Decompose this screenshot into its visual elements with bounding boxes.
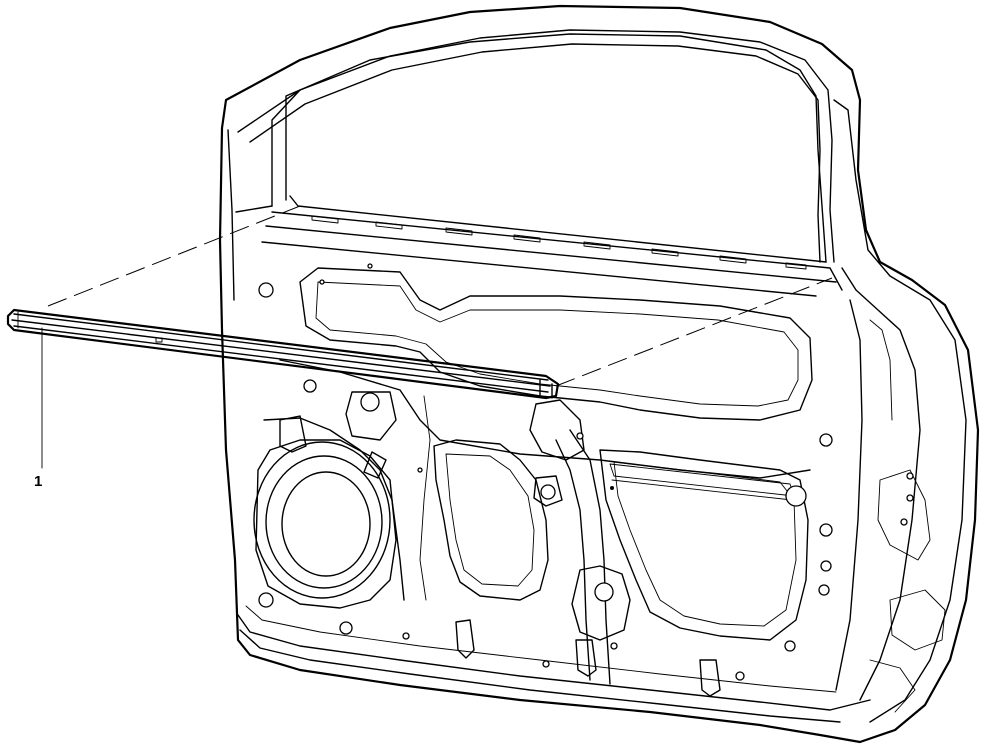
belt-weatherstrip xyxy=(6,308,560,400)
callout-number-1: 1 xyxy=(34,473,43,490)
exploded-view-guide-lines xyxy=(47,205,833,387)
door-shell xyxy=(218,4,980,744)
inner-panel xyxy=(253,263,914,697)
